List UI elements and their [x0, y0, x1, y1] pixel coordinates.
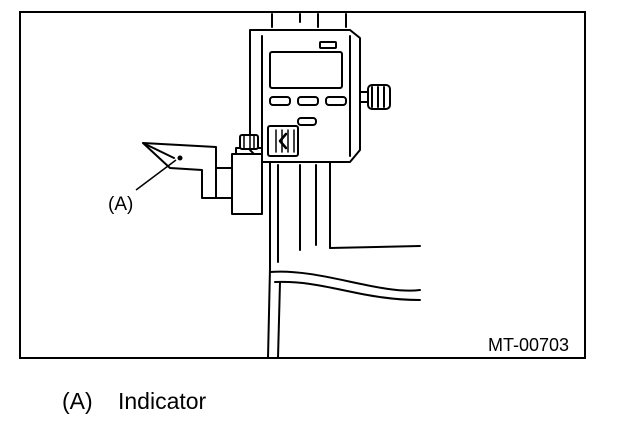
figure-code: MT-00703 — [488, 335, 569, 355]
legend-item-letter: (A) — [62, 388, 93, 414]
dial-gauge-drawing — [142, 13, 421, 359]
callout-leader — [135, 159, 177, 191]
legend: (A) Indicator — [62, 388, 206, 415]
callout-label: (A) — [108, 194, 133, 215]
figure-border — [19, 11, 586, 359]
indicator-dot — [177, 155, 183, 161]
legend-item-text: Indicator — [118, 388, 207, 414]
